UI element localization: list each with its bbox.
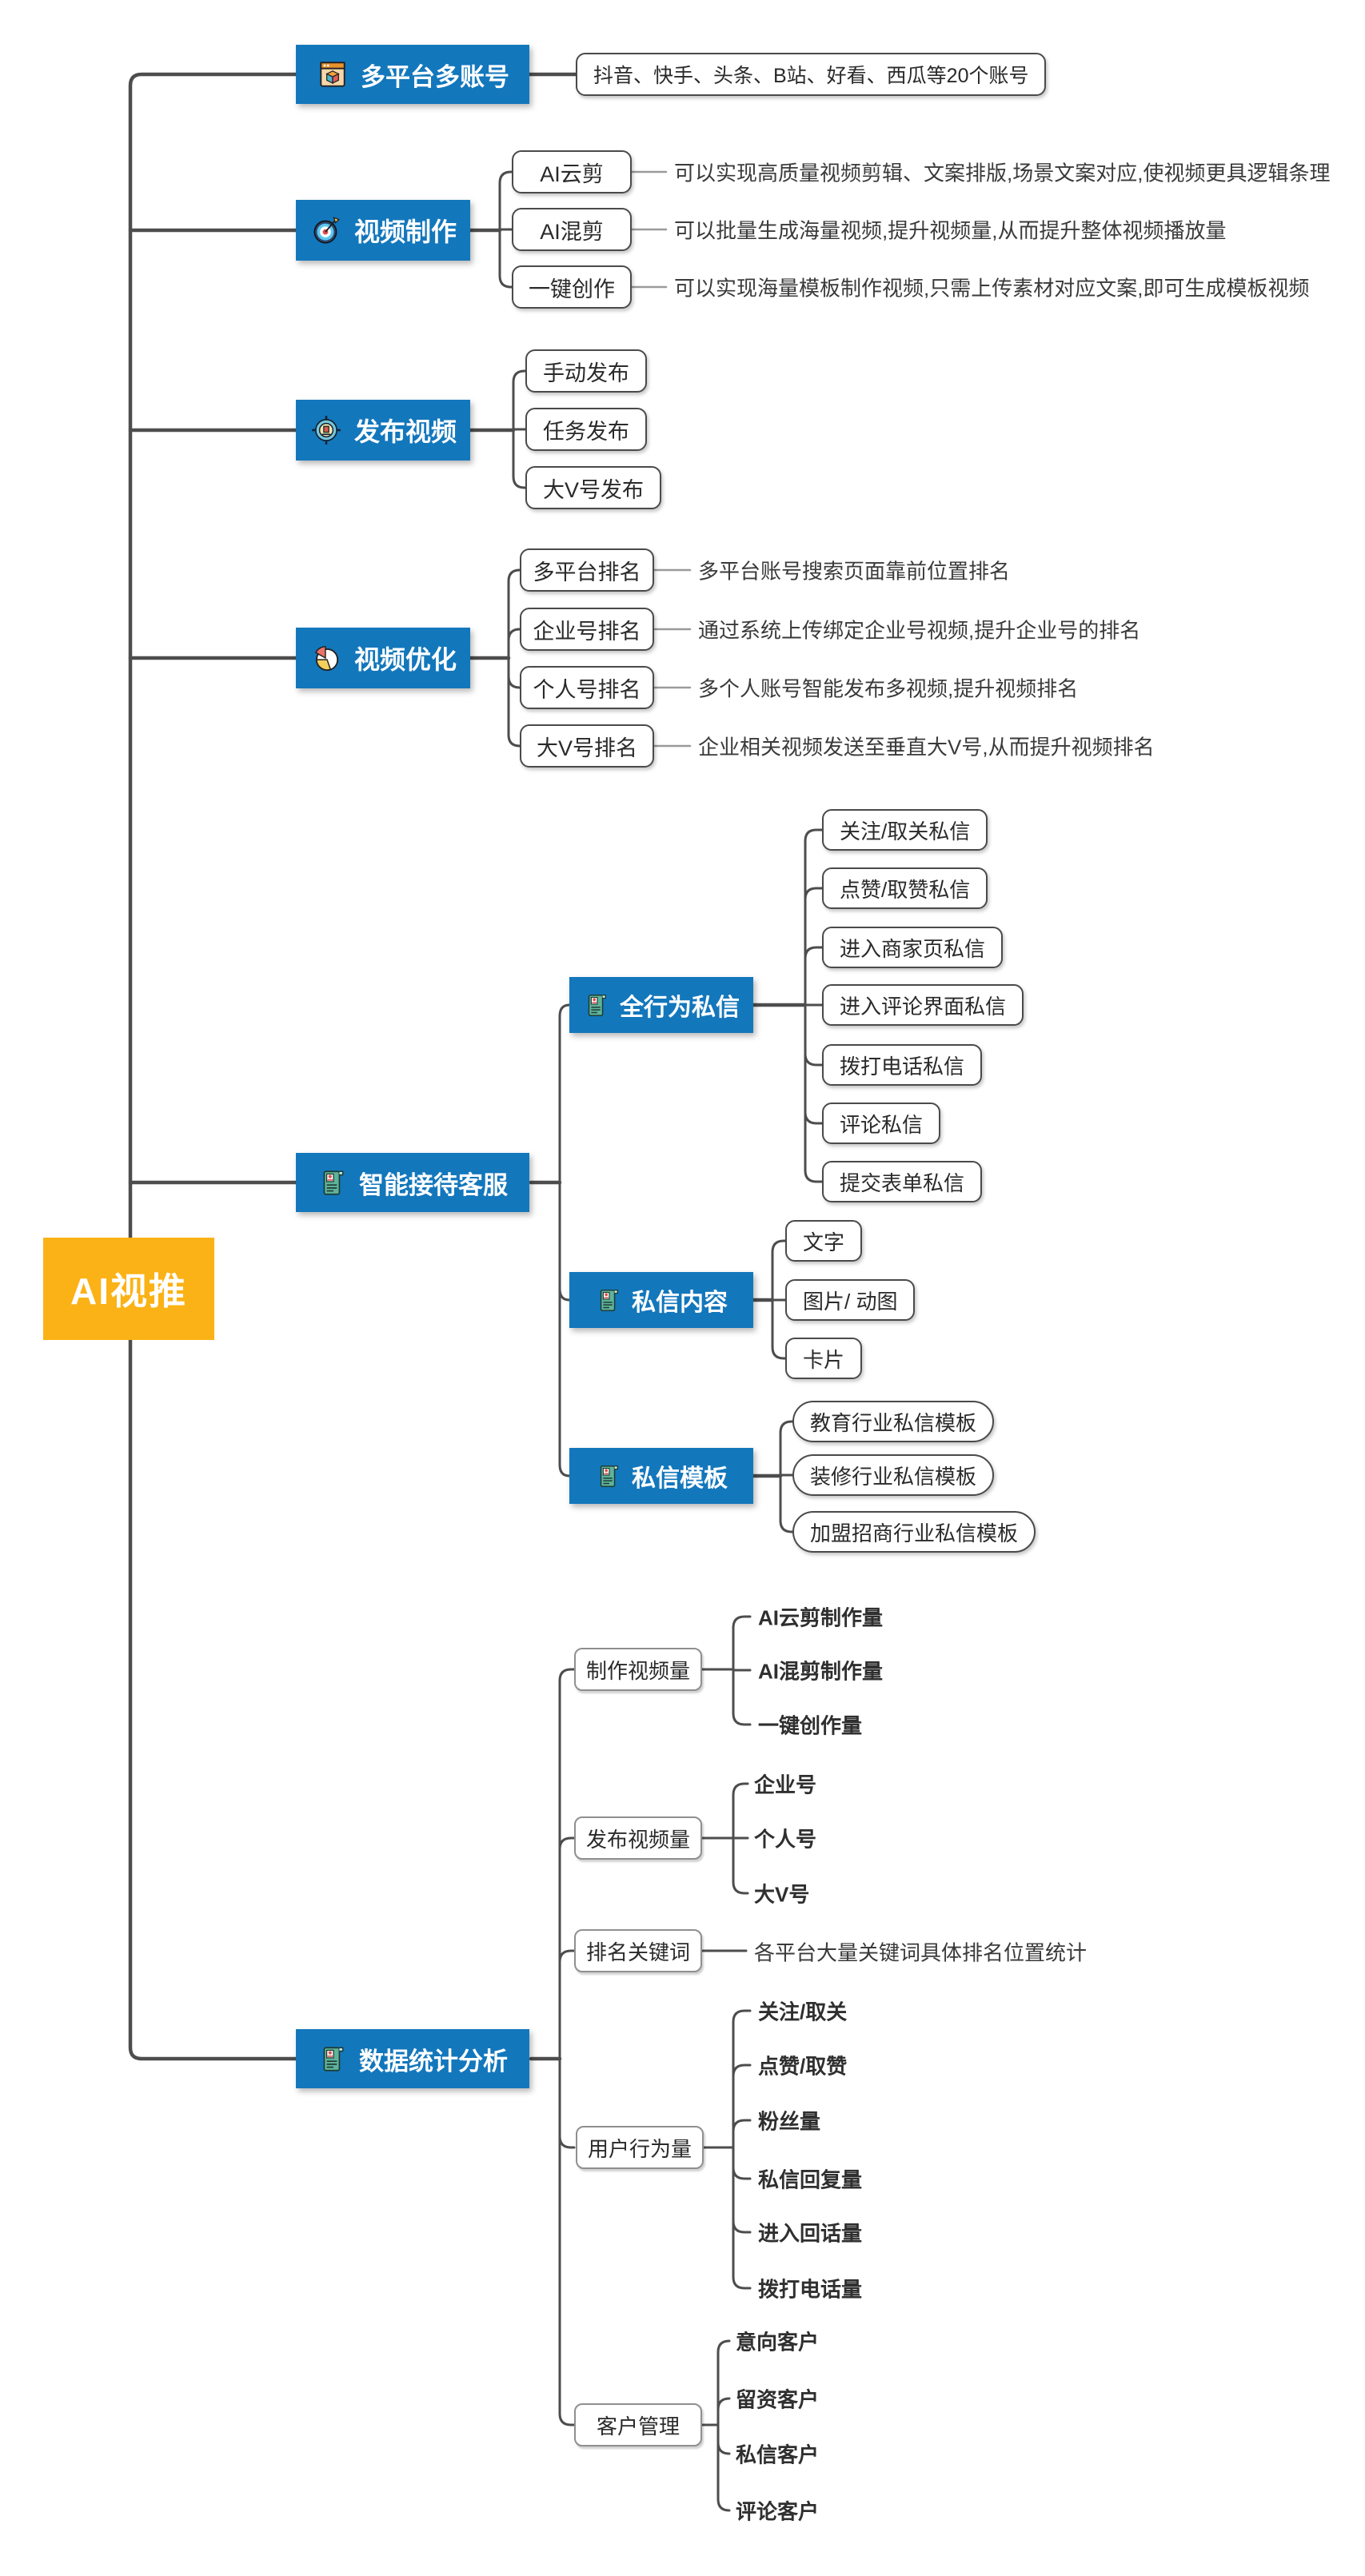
- desc-multi-platform-rank[interactable]: 多平台账号搜索页面靠前位置排名: [698, 559, 1011, 584]
- leaf-task-publish[interactable]: 任务发布: [525, 408, 647, 451]
- leaf-enter-conversation-volume[interactable]: 进入回话量: [758, 2221, 863, 2246]
- node-multi-account[interactable]: 多平台多账号: [296, 45, 529, 104]
- scroll-icon: [600, 1289, 618, 1311]
- node-dm-template[interactable]: 私信模板: [569, 1448, 753, 1504]
- node-label: 私信模板: [632, 1465, 728, 1492]
- leaf-dm-card[interactable]: 卡片: [785, 1338, 863, 1379]
- desc-rank-keywords[interactable]: 各平台大量关键词具体排名位置统计: [754, 1940, 1088, 1965]
- leaf-intent-customer[interactable]: 意向客户: [736, 2330, 820, 2355]
- leaf-like-dm[interactable]: 点赞/取赞私信: [822, 867, 988, 909]
- scroll-icon: [323, 1170, 344, 1195]
- leaf-enterprise-rank[interactable]: 企业号排名: [520, 608, 654, 651]
- leaf-dm-customer[interactable]: 私信客户: [736, 2442, 820, 2467]
- leaf-follow-dm[interactable]: 关注/取关私信: [822, 809, 988, 851]
- leaf-personal-rank[interactable]: 个人号排名: [520, 666, 654, 709]
- leaf-franchise-template[interactable]: 加盟招商行业私信模板: [792, 1511, 1036, 1553]
- scroll-icon: [323, 2047, 344, 2072]
- node-label: 发布视频: [353, 417, 457, 446]
- leaf-like-unlike[interactable]: 点赞/取赞: [758, 2054, 848, 2079]
- leaf-comment-customer[interactable]: 评论客户: [736, 2499, 820, 2524]
- node-rank-keywords[interactable]: 排名关键词: [574, 1929, 702, 1972]
- desc-big-v-rank[interactable]: 企业相关视频发送至垂直大V号,从而提升视频排名: [698, 735, 1155, 760]
- node-label: 视频制作: [353, 217, 457, 246]
- leaf-follow-unfollow[interactable]: 关注/取关: [758, 2000, 848, 2024]
- leaf-comment-dm[interactable]: 评论私信: [822, 1103, 941, 1144]
- node-customer-management[interactable]: 客户管理: [574, 2403, 702, 2446]
- leaf-big-v-rank[interactable]: 大V号排名: [520, 724, 654, 768]
- node-label: 全行为私信: [620, 995, 740, 1021]
- leaf-ai-cloud-cut[interactable]: AI云剪: [512, 150, 632, 193]
- node-user-behavior-volume[interactable]: 用户行为量: [576, 2126, 704, 2169]
- node-smart-service[interactable]: 智能接待客服: [296, 1153, 529, 1212]
- leaf-manual-publish[interactable]: 手动发布: [525, 349, 647, 393]
- desc-one-click-create[interactable]: 可以实现海量模板制作视频,只需上传素材对应文案,即可生成模板视频: [674, 276, 1310, 301]
- leaf-phone-call-volume[interactable]: 拨打电话量: [758, 2277, 863, 2302]
- leaf-account-platform-list[interactable]: 抖音、快手、头条、B站、好看、西瓜等20个账号: [576, 53, 1047, 96]
- node-label: 视频优化: [353, 645, 457, 674]
- root-node[interactable]: AI视推: [43, 1238, 214, 1340]
- desc-personal-rank[interactable]: 多个人账号智能发布多视频,提升视频排名: [698, 676, 1079, 701]
- node-video-production[interactable]: 视频制作: [296, 200, 470, 261]
- compass-badge-icon: [312, 416, 341, 445]
- leaf-dm-text[interactable]: 文字: [785, 1220, 863, 1262]
- leaf-ai-mix-cut[interactable]: AI混剪: [512, 208, 632, 251]
- node-label: 数据统计分析: [359, 2047, 508, 2076]
- desc-enterprise-rank[interactable]: 通过系统上传绑定企业号视频,提升企业号的排名: [698, 618, 1141, 643]
- leaf-personal-account[interactable]: 个人号: [754, 1827, 817, 1852]
- leaf-phone-call-dm[interactable]: 拨打电话私信: [822, 1044, 983, 1086]
- scroll-icon: [588, 994, 606, 1016]
- desc-ai-cloud-cut[interactable]: 可以实现高质量视频剪辑、文案排版,场景文案对应,使视频更具逻辑条理: [674, 161, 1331, 185]
- leaf-comment-page-dm[interactable]: 进入评论界面私信: [822, 984, 1024, 1026]
- leaf-cloud-cut-volume[interactable]: AI云剪制作量: [758, 1605, 884, 1630]
- leaf-big-v-publish[interactable]: 大V号发布: [525, 466, 662, 509]
- app-cube-icon: [320, 62, 345, 87]
- node-data-analysis[interactable]: 数据统计分析: [296, 2029, 529, 2088]
- leaf-fans-count[interactable]: 粉丝量: [758, 2109, 821, 2134]
- leaf-decor-template[interactable]: 装修行业私信模板: [792, 1454, 995, 1496]
- leaf-one-click-volume[interactable]: 一键创作量: [758, 1713, 863, 1738]
- node-label: 智能接待客服: [359, 1170, 508, 1199]
- leaf-dm-reply-volume[interactable]: 私信回复量: [758, 2167, 863, 2192]
- scroll-icon: [600, 1465, 618, 1487]
- node-video-optimize[interactable]: 视频优化: [296, 628, 470, 688]
- pie-chart-icon: [314, 646, 339, 672]
- node-production-volume[interactable]: 制作视频量: [574, 1648, 702, 1691]
- leaf-multi-platform-rank[interactable]: 多平台排名: [520, 548, 654, 592]
- leaf-big-v-account[interactable]: 大V号: [754, 1882, 810, 1907]
- leaf-form-submit-dm[interactable]: 提交表单私信: [822, 1161, 983, 1202]
- leaf-dm-image-gif[interactable]: 图片/ 动图: [785, 1279, 916, 1321]
- node-label: 私信内容: [632, 1290, 728, 1316]
- leaf-shop-page-dm[interactable]: 进入商家页私信: [822, 927, 1004, 968]
- leaf-lead-customer[interactable]: 留资客户: [736, 2387, 820, 2412]
- desc-ai-mix-cut[interactable]: 可以批量生成海量视频,提升视频量,从而提升整体视频播放量: [674, 218, 1227, 243]
- leaf-one-click-create[interactable]: 一键创作: [512, 265, 632, 309]
- leaf-mix-cut-volume[interactable]: AI混剪制作量: [758, 1659, 884, 1684]
- target-icon: [313, 217, 340, 244]
- node-video-publish[interactable]: 发布视频: [296, 400, 470, 461]
- node-publish-volume[interactable]: 发布视频量: [574, 1816, 702, 1860]
- root-label: AI视推: [70, 1270, 187, 1312]
- node-all-behavior-dm[interactable]: 全行为私信: [569, 977, 753, 1033]
- leaf-enterprise-account[interactable]: 企业号: [754, 1772, 817, 1797]
- node-label: 多平台多账号: [361, 62, 509, 91]
- leaf-edu-template[interactable]: 教育行业私信模板: [792, 1401, 995, 1442]
- node-dm-content[interactable]: 私信内容: [569, 1272, 753, 1328]
